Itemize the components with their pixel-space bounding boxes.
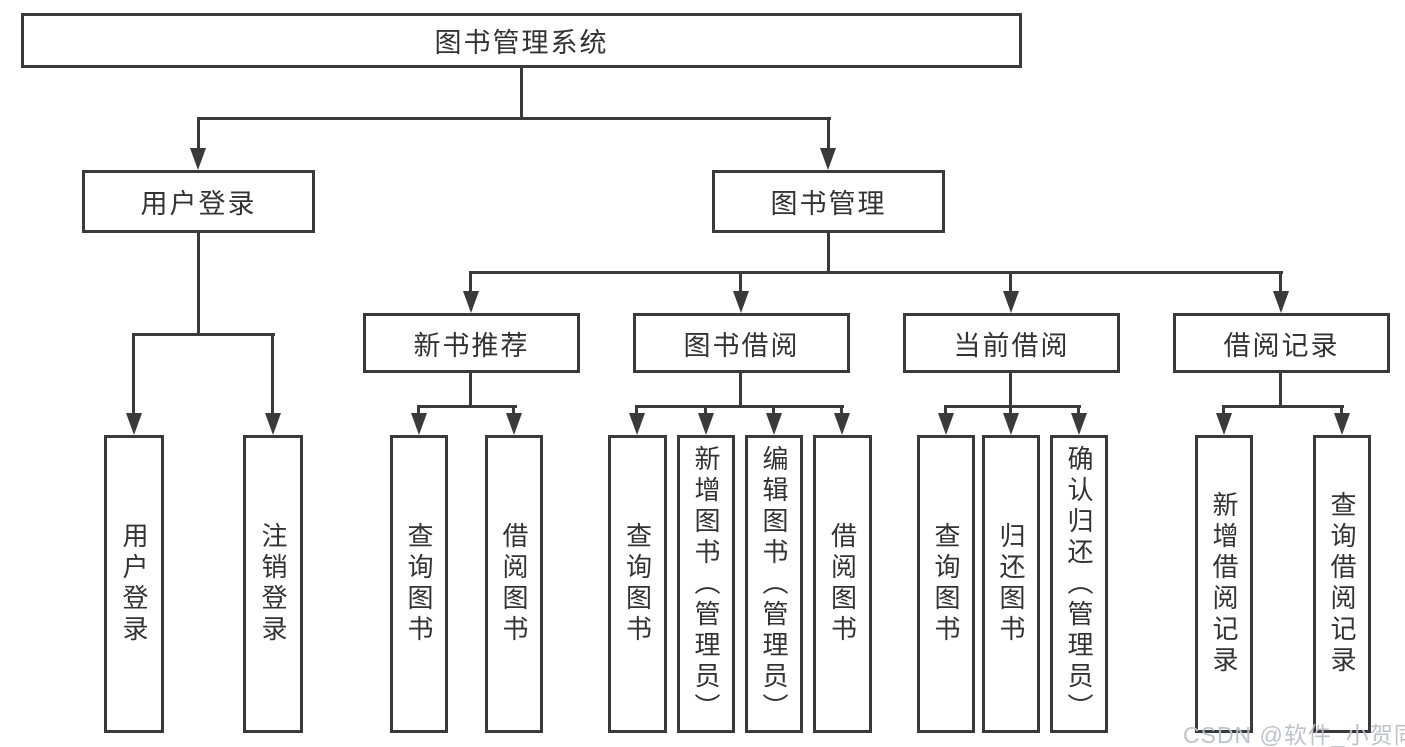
arrowhead-icon: [820, 148, 836, 170]
connector-line: [1009, 405, 1012, 415]
arrowhead-icon: [411, 413, 427, 435]
arrowhead-icon: [698, 413, 714, 435]
node-current-borrow: 当前借阅: [903, 313, 1120, 373]
csdn-watermark: CSDN @软件_小贺同学: [1183, 722, 1405, 747]
node-label: 借阅图书: [499, 522, 529, 646]
arrowhead-icon: [190, 148, 206, 170]
arrowhead-icon: [766, 413, 782, 435]
node-label: 查询图书: [622, 522, 653, 646]
arrowhead-icon: [126, 413, 142, 435]
arrowhead-icon: [938, 413, 954, 435]
node-book-management: 图书管理: [712, 170, 945, 233]
node-book-borrow: 图书借阅: [633, 313, 850, 373]
connector-line: [739, 271, 742, 291]
leaf-borrow-book-recommend: 借阅图书: [485, 435, 543, 733]
connector-line: [1009, 271, 1012, 291]
connector-line: [944, 405, 947, 415]
arrowhead-icon: [834, 413, 850, 435]
node-label: 用户登录: [140, 189, 257, 219]
connector-line: [271, 333, 274, 413]
connector-line: [1340, 405, 1343, 415]
connector-line: [944, 405, 1081, 408]
connector-line: [469, 373, 472, 408]
leaf-query-borrow-record: 查询借阅记录: [1313, 435, 1371, 733]
connector-line: [1222, 405, 1344, 408]
connector-line: [635, 405, 844, 408]
node-label: 归还图书: [996, 522, 1026, 646]
connector-line: [469, 271, 1283, 274]
connector-line: [469, 271, 472, 291]
node-label: 查询图书: [931, 522, 961, 646]
connector-line: [197, 233, 200, 336]
connector-line: [197, 117, 200, 148]
node-label: 用户登录: [119, 522, 149, 646]
arrowhead-icon: [733, 291, 749, 313]
connector-line: [1222, 405, 1225, 415]
arrowhead-icon: [506, 413, 522, 435]
node-label: 查询借阅记录: [1327, 491, 1357, 677]
leaf-edit-book-admin: 编辑图书（管理员）: [745, 435, 803, 733]
arrowhead-icon: [463, 291, 479, 313]
arrowhead-icon: [1003, 413, 1019, 435]
connector-line: [635, 405, 638, 415]
connector-line: [512, 405, 515, 415]
node-label: 图书借阅: [683, 330, 800, 361]
node-root-library-system: 图书管理系统: [21, 13, 1022, 68]
leaf-query-book-borrow: 查询图书: [608, 435, 667, 733]
node-user-login: 用户登录: [82, 170, 315, 233]
leaf-logout: 注销登录: [243, 435, 303, 733]
connector-line: [520, 68, 523, 118]
node-new-book-recommend: 新书推荐: [363, 313, 580, 373]
node-label: 注销登录: [258, 522, 288, 646]
arrowhead-icon: [1071, 413, 1087, 435]
arrowhead-icon: [629, 413, 645, 435]
connector-line: [1077, 405, 1080, 415]
arrowhead-icon: [1334, 413, 1350, 435]
arrowhead-icon: [1003, 291, 1019, 313]
node-label: 图书管理: [770, 189, 887, 219]
connector-line: [704, 405, 707, 415]
connector-line: [1279, 373, 1282, 408]
node-borrow-record: 借阅记录: [1173, 313, 1390, 373]
connector-line: [772, 405, 775, 415]
leaf-return-book: 归还图书: [982, 435, 1040, 733]
connector-line: [417, 405, 517, 408]
arrowhead-icon: [1216, 413, 1232, 435]
node-label: 图书管理系统: [434, 28, 609, 58]
node-label: 编辑图书（管理员）: [759, 444, 789, 724]
node-label: 当前借阅: [953, 330, 1070, 361]
node-label: 确认归还（管理员）: [1064, 444, 1094, 724]
leaf-user-login: 用户登录: [104, 435, 164, 733]
connector-line: [132, 333, 275, 336]
connector-line: [1009, 373, 1012, 408]
node-label: 新书推荐: [413, 330, 530, 361]
node-label: 借阅图书: [827, 522, 858, 646]
leaf-query-book-recommend: 查询图书: [390, 435, 448, 733]
connector-line: [417, 405, 420, 415]
connector-line: [840, 405, 843, 415]
arrowhead-icon: [1273, 291, 1289, 313]
leaf-add-book-admin: 新增图书（管理员）: [677, 435, 735, 733]
leaf-borrow-book: 借阅图书: [813, 435, 872, 733]
connector-line: [739, 373, 742, 408]
node-label: 新增图书（管理员）: [691, 444, 721, 724]
connector-line: [132, 333, 135, 413]
node-label: 借阅记录: [1223, 330, 1340, 361]
arrowhead-icon: [265, 413, 281, 435]
connector-line: [1279, 271, 1282, 291]
leaf-confirm-return-admin: 确认归还（管理员）: [1050, 435, 1108, 733]
leaf-add-borrow-record: 新增借阅记录: [1195, 435, 1253, 733]
connector-line: [827, 117, 830, 148]
node-label: 新增借阅记录: [1209, 491, 1239, 677]
connector-line: [827, 233, 830, 274]
node-label: 查询图书: [404, 522, 434, 646]
connector-line: [197, 117, 831, 120]
leaf-query-book-current: 查询图书: [917, 435, 975, 733]
